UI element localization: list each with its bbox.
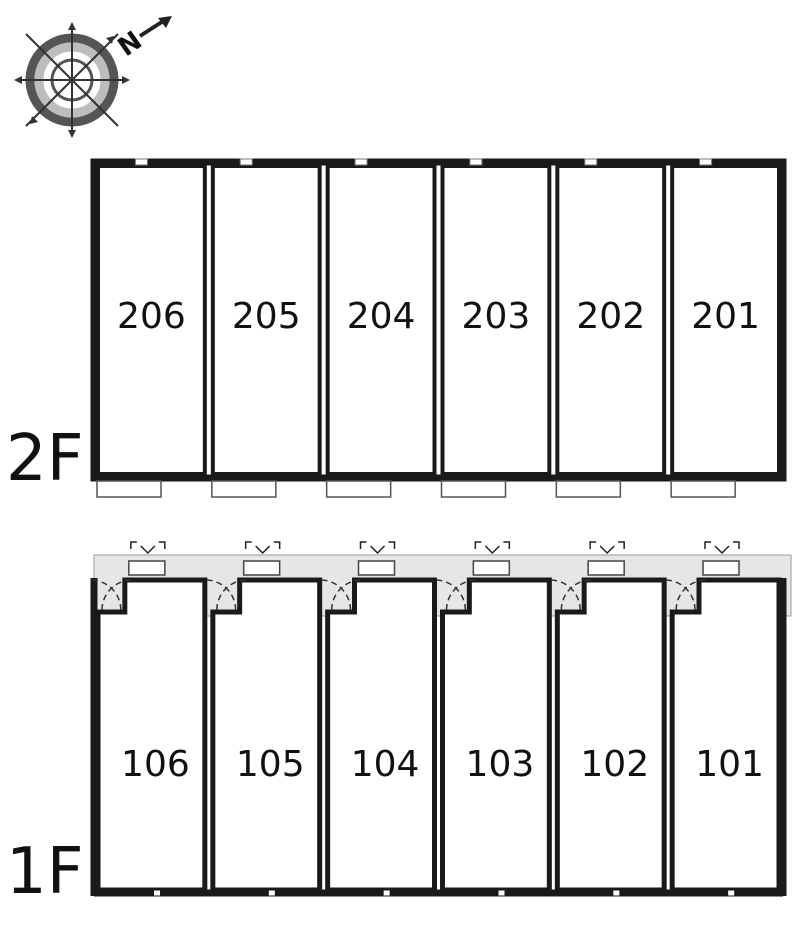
- meter-symbol: [130, 541, 166, 555]
- unit-201: 201: [670, 158, 782, 498]
- corridor: [93, 554, 792, 617]
- meter-box: [702, 560, 740, 576]
- door-swing: [101, 579, 133, 611]
- door-swing: [90, 579, 122, 611]
- unit-106: 106: [90, 541, 208, 896]
- unit-number: 104: [351, 744, 420, 785]
- balcony: [96, 480, 162, 498]
- balcony: [670, 480, 736, 498]
- unit-room-outline: [554, 577, 667, 893]
- window-marker: [469, 158, 483, 166]
- unit-number: 206: [117, 296, 186, 337]
- door-swing: [216, 579, 247, 611]
- meter-symbol: [704, 541, 740, 555]
- floor-label-1f: 1F: [6, 835, 84, 909]
- unit-204: 204: [325, 158, 437, 498]
- window-marker: [239, 158, 253, 166]
- meter-box: [128, 560, 166, 576]
- unit-number: 205: [232, 296, 301, 337]
- unit-number: 201: [691, 296, 760, 337]
- balcony: [325, 480, 392, 498]
- unit-room-outline: [555, 164, 667, 476]
- unit-number: 102: [580, 744, 649, 785]
- meter-symbol: [474, 541, 511, 555]
- unit-room-outline: [440, 164, 552, 476]
- floor-1f: 106 105 104 103 102 101: [90, 541, 792, 897]
- unit-203: 203: [440, 158, 552, 498]
- window-marker: [134, 158, 148, 166]
- unit-number: 101: [695, 744, 764, 785]
- door-swing: [435, 579, 467, 611]
- meter-symbol: [359, 541, 396, 555]
- meter-box: [242, 560, 281, 576]
- balcony: [211, 480, 277, 498]
- unit-number: 105: [236, 744, 305, 785]
- north-letter: N: [113, 26, 148, 63]
- door-swing: [445, 579, 477, 611]
- floor-2f: 206 205 204 203 202 201: [90, 158, 787, 498]
- compass-rose-icon: [14, 16, 172, 138]
- floor-2f-outline: [90, 158, 787, 482]
- unit-206: 206: [96, 158, 207, 498]
- unit-room-outline: [669, 577, 782, 893]
- unit-room-outline: [210, 164, 322, 476]
- unit-202: 202: [555, 158, 667, 498]
- unit-room-outline: [325, 577, 437, 893]
- door-swing: [320, 579, 352, 611]
- unit-102: 102: [550, 541, 667, 896]
- unit-105: 105: [205, 541, 323, 896]
- window-marker: [699, 158, 713, 166]
- unit-room-outline: [96, 164, 207, 476]
- unit-room-outline: [95, 577, 208, 893]
- door-swing: [550, 579, 581, 611]
- meter-symbol: [589, 541, 625, 555]
- window-marker: [584, 158, 598, 166]
- door-swing: [205, 579, 237, 611]
- door-swing: [675, 579, 707, 611]
- unit-number: 106: [121, 744, 190, 785]
- balcony: [555, 480, 622, 498]
- door-swing: [330, 579, 362, 611]
- unit-205: 205: [210, 158, 322, 498]
- unit-103: 103: [435, 541, 552, 896]
- meter-box: [587, 560, 625, 576]
- unit-number: 203: [462, 296, 531, 337]
- balcony: [440, 480, 507, 498]
- unit-number: 202: [576, 296, 645, 337]
- unit-number: 103: [466, 744, 535, 785]
- unit-104: 104: [320, 541, 437, 896]
- unit-room-outline: [670, 164, 782, 476]
- door-swing: [560, 579, 592, 611]
- unit-room-outline: [440, 577, 552, 893]
- unit-101: 101: [664, 541, 782, 896]
- unit-room-outline: [325, 164, 437, 476]
- door-swing: [664, 579, 696, 611]
- meter-box: [472, 560, 511, 576]
- unit-number: 204: [347, 296, 416, 337]
- meter-box: [357, 560, 396, 576]
- meter-symbol: [244, 541, 281, 555]
- floor-label-2f: 2F: [6, 422, 84, 496]
- unit-room-outline: [210, 577, 323, 893]
- window-marker: [354, 158, 368, 166]
